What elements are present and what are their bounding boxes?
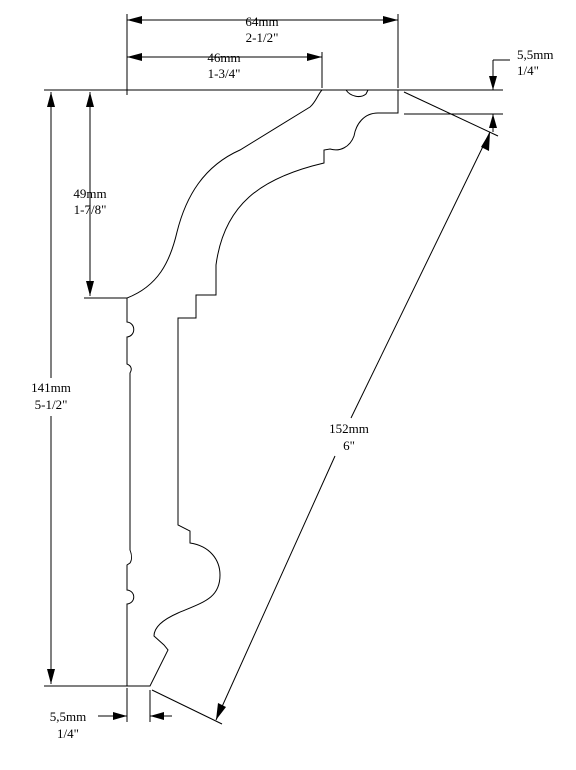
arrowhead (489, 114, 497, 128)
arrowhead (216, 703, 226, 720)
dimension-label-metric: 5,5mm (517, 47, 553, 62)
extension-line (151, 689, 223, 725)
dimension-label-imperial: 1/4" (517, 63, 539, 78)
molding-profile (126, 89, 399, 687)
profile-back-edge (126, 298, 135, 686)
dimension-line (350, 131, 491, 419)
dimension-top-right-offset: 5,5mm 1/4" (404, 47, 553, 132)
dimension-label-metric: 46mm (207, 50, 240, 65)
dimension-label-metric: 141mm (31, 380, 71, 395)
arrowhead (150, 712, 164, 720)
arrowhead (383, 16, 398, 24)
dimension-label-imperial: 2-1/2" (246, 30, 279, 45)
arrowhead (113, 712, 127, 720)
dimension-label-imperial: 1/4" (57, 726, 79, 741)
extension-line (403, 91, 499, 137)
label-background (22, 378, 80, 416)
dimension-top-inner-width: 46mm 1-3/4" (127, 50, 323, 88)
dimension-label-metric: 64mm (245, 14, 278, 29)
dimension-total-height: 141mm 5-1/2" (22, 92, 127, 687)
dimension-label-metric: 49mm (73, 186, 106, 201)
arrowhead (489, 76, 497, 90)
arrowhead (127, 16, 142, 24)
arrowhead (47, 92, 55, 107)
dimension-label-metric: 5,5mm (50, 709, 86, 724)
arrowhead (481, 132, 490, 151)
arrowhead (86, 281, 94, 296)
arrowhead (307, 53, 322, 61)
dimension-line (215, 455, 336, 721)
dimension-label-imperial: 1-3/4" (208, 66, 241, 81)
dimension-left-upper-height: 49mm 1-7/8" (73, 92, 127, 299)
dimension-bottom-offset: 5,5mm 1/4" (50, 688, 172, 741)
dimension-label-imperial: 6" (343, 438, 355, 453)
dimension-label-imperial: 5-1/2" (35, 397, 68, 412)
arrowhead (127, 53, 142, 61)
arrowhead (86, 92, 94, 107)
dimension-top-width: 64mm 2-1/2" (126, 14, 399, 95)
profile-outer-contour (126, 89, 399, 687)
dimension-label-imperial: 1-7/8" (74, 202, 107, 217)
arrowhead (47, 669, 55, 684)
dimension-diagonal-face: 152mm 6" (151, 91, 499, 725)
dimension-label-metric: 152mm (329, 421, 369, 436)
